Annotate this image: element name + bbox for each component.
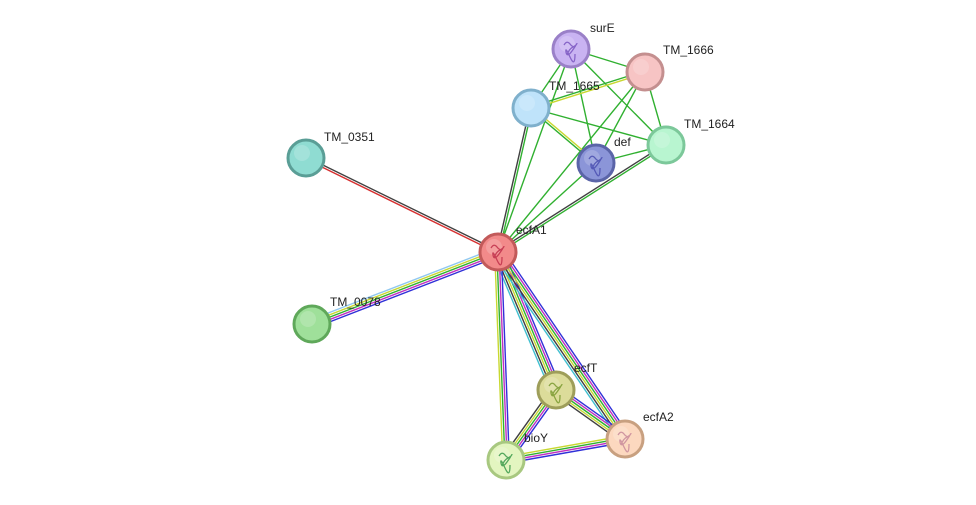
edge-TM_1665-TM_1664[interactable] (530, 107, 667, 146)
node-circle[interactable] (511, 88, 551, 128)
node-circle[interactable] (625, 52, 665, 92)
edge-ecfA2-bioY[interactable] (505, 435, 626, 464)
edge-evidence-line (306, 156, 499, 252)
edge-evidence-line (506, 439, 626, 462)
node-label-ecfT: ecfT (574, 361, 598, 375)
edge-ecfA1-ecfA2[interactable] (492, 248, 631, 443)
edge-evidence-line (310, 247, 497, 321)
node-TM_0351[interactable]: TM_0351 (286, 130, 375, 178)
node-highlight (519, 95, 535, 111)
edge-evidence-line (311, 251, 499, 325)
edge-evidence-line (530, 70, 645, 108)
node-TM_1664[interactable]: TM_1664 (646, 117, 735, 165)
node-circle[interactable] (292, 304, 332, 344)
node-highlight (300, 311, 316, 327)
node-TM_1665[interactable]: TM_1665 (511, 79, 600, 128)
edge-evidence-line (497, 143, 666, 252)
node-circle[interactable] (286, 138, 326, 178)
protein-structure-icon (548, 382, 563, 404)
node-label-TM_1664: TM_1664 (684, 117, 735, 131)
edge-evidence-line (497, 71, 646, 253)
node-ecfA2[interactable]: ecfA2 (605, 410, 674, 459)
edge-evidence-line (496, 107, 531, 252)
edge-evidence-line (500, 251, 510, 460)
node-label-TM_1666: TM_1666 (663, 43, 714, 57)
edge-evidence-line (500, 249, 629, 438)
edge-evidence-line (505, 437, 625, 460)
edge-evidence-line (305, 158, 498, 254)
edge-evidence-line (494, 252, 504, 461)
node-label-surE: surE (590, 21, 615, 35)
edge-evidence-line (494, 253, 623, 442)
edge-evidence-line (492, 254, 622, 443)
edge-evidence-line (505, 435, 625, 458)
edge-evidence-line (496, 252, 625, 441)
edge-evidence-line (310, 249, 498, 323)
node-bioY[interactable]: bioY (486, 431, 548, 480)
node-highlight (633, 59, 649, 75)
node-label-def: def (614, 135, 631, 149)
node-highlight (654, 132, 670, 148)
node-label-bioY: bioY (524, 431, 548, 445)
node-def[interactable]: def (576, 135, 631, 183)
edge-TM_1666-TM_1665[interactable] (530, 70, 646, 110)
node-surE[interactable]: surE (551, 21, 615, 69)
edge-evidence-line (570, 48, 667, 146)
edge-evidence-line (498, 108, 533, 253)
node-label-ecfA1: ecfA1 (516, 223, 547, 237)
node-label-TM_1665: TM_1665 (549, 79, 600, 93)
protein-structure-icon (588, 155, 603, 177)
edge-evidence-line (498, 251, 508, 460)
edge-evidence-line (498, 145, 667, 254)
edge-evidence-line (312, 253, 500, 327)
edge-ecfA1-def[interactable] (497, 162, 597, 253)
edge-ecfA1-TM_1664[interactable] (497, 143, 667, 254)
edge-ecfA1-surE[interactable] (497, 48, 572, 253)
edge-ecfA1-TM_1665[interactable] (496, 107, 533, 253)
protein-structure-icon (563, 41, 578, 63)
node-circle[interactable] (646, 125, 686, 165)
node-TM_0078[interactable]: TM_0078 (292, 295, 381, 344)
edge-evidence-line (313, 255, 500, 329)
edge-ecfA1-TM_0351[interactable] (305, 156, 499, 254)
node-highlight (294, 145, 310, 161)
node-label-ecfA2: ecfA2 (643, 410, 674, 424)
node-label-TM_0351: TM_0351 (324, 130, 375, 144)
edge-evidence-line (506, 441, 626, 464)
node-TM_1666[interactable]: TM_1666 (625, 43, 714, 92)
node-ecfT[interactable]: ecfT (536, 361, 598, 410)
edge-evidence-line (497, 162, 597, 253)
edge-ecfA1-TM_1666[interactable] (497, 71, 646, 253)
edge-evidence-line (530, 107, 667, 146)
protein-structure-icon (498, 452, 513, 474)
node-ecfA1[interactable]: ecfA1 (478, 223, 547, 272)
edge-surE-TM_1664[interactable] (570, 48, 667, 146)
edge-ecfA1-bioY[interactable] (494, 251, 510, 461)
edge-evidence-line (496, 252, 506, 461)
protein-structure-icon (490, 244, 505, 266)
edge-evidence-line (497, 48, 572, 253)
edge-evidence-line (498, 250, 627, 439)
edge-evidence-line (531, 72, 646, 110)
edge-evidence-line (494, 253, 554, 392)
edge-ecfA1-TM_0078[interactable] (310, 247, 500, 329)
protein-structure-icon (617, 431, 632, 453)
edge-evidence-line (501, 248, 631, 437)
node-label-TM_0078: TM_0078 (330, 295, 381, 309)
